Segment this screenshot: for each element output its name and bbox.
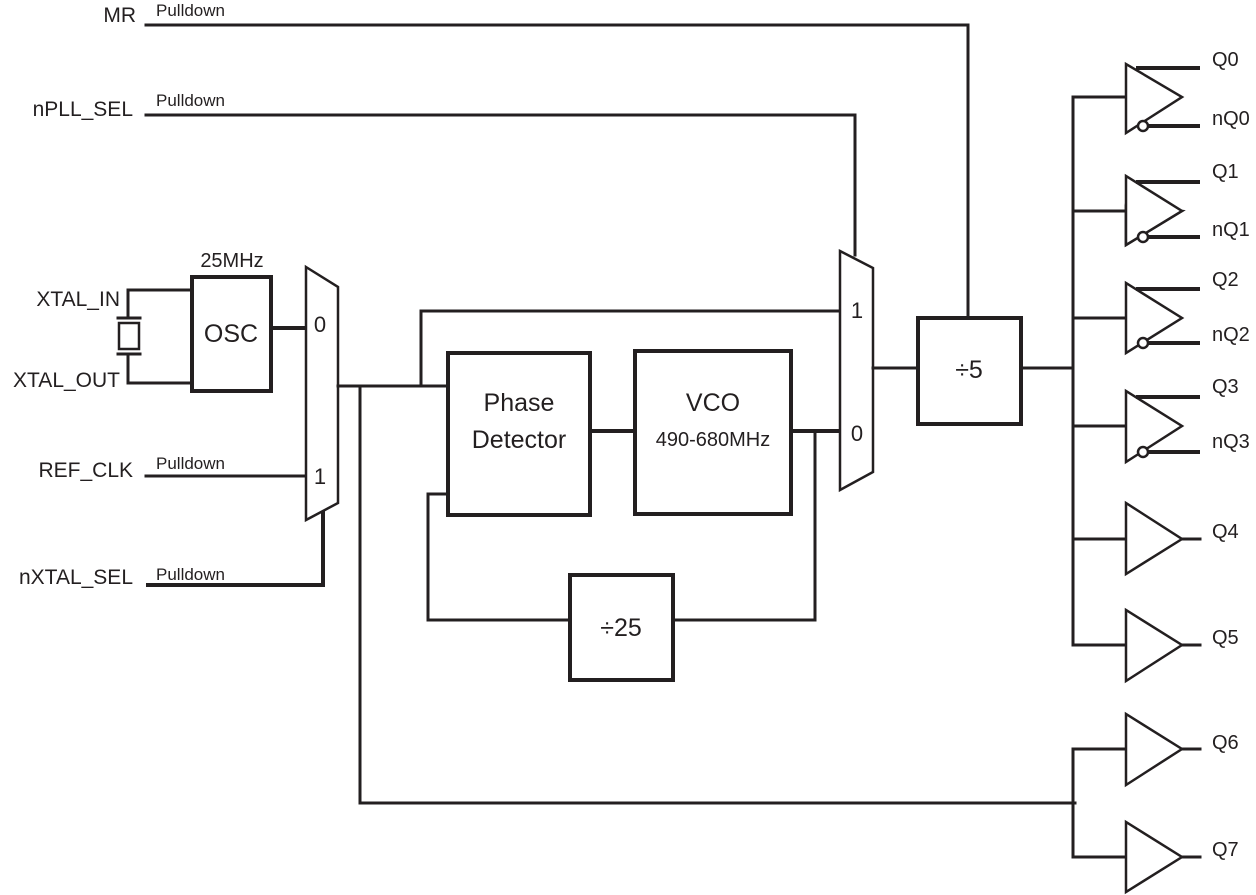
q7-output-label: Q7: [1212, 839, 1239, 861]
output-bus-a: [1071, 95, 1128, 647]
ref-clk-pin-label: REF_CLK: [38, 459, 133, 482]
output-buffer-q2: [1124, 280, 1200, 356]
output-buffer-q1: [1124, 173, 1200, 248]
nxtal-sel-pulldown-label: Pulldown: [156, 565, 225, 584]
npll-sel-wire: [144, 113, 857, 257]
pll-bypass-mux: [838, 248, 875, 493]
mr-pulldown-label: Pulldown: [156, 1, 225, 20]
xtal-out-pin-label: XTAL_OUT: [13, 369, 120, 392]
osc-frequency-label: 25MHz: [200, 250, 263, 272]
nq1-output-label: nQ1: [1212, 219, 1250, 241]
input-mux-1-label: 1: [314, 464, 326, 489]
output-buffer-q0: [1124, 61, 1200, 136]
q2-output-label: Q2: [1212, 269, 1239, 291]
feedback-wire-left: [426, 492, 572, 622]
nq2-output-label: nQ2: [1212, 324, 1250, 346]
nq0-output-label: nQ0: [1212, 108, 1250, 130]
crystal-symbol: [116, 288, 192, 385]
mr-wire: [144, 23, 970, 320]
npll-sel-pulldown-label: Pulldown: [156, 91, 225, 110]
nq3-output-label: nQ3: [1212, 431, 1250, 453]
ref-clk-pulldown-label: Pulldown: [156, 454, 225, 473]
output-buffer-q7: [1124, 819, 1202, 895]
xtal-in-pin-label: XTAL_IN: [36, 288, 120, 311]
input-select-mux: [304, 264, 340, 523]
divide-by-5-block: [916, 316, 1023, 426]
vco-range-label: 490-680MHz: [656, 429, 771, 451]
feedback-wire-right: [672, 429, 817, 622]
output-bus-b: [1071, 747, 1128, 859]
npll-sel-pin-label: nPLL_SEL: [33, 98, 133, 121]
output-buffer-q3: [1124, 388, 1200, 465]
input-mux-0-label: 0: [314, 312, 326, 337]
q5-output-label: Q5: [1212, 627, 1239, 649]
output-buffer-q4: [1124, 500, 1202, 577]
q3-output-label: Q3: [1212, 376, 1239, 398]
output-buffer-q5: [1124, 607, 1202, 684]
divide-by-25-label: ÷25: [600, 614, 642, 642]
pll-mux-0-label: 0: [851, 421, 863, 446]
q1-output-label: Q1: [1212, 161, 1239, 183]
q6-output-label: Q6: [1212, 732, 1239, 754]
phase-detector-label-line1: Phase: [484, 389, 555, 417]
phase-detector-block: [446, 351, 592, 517]
reference-clock-net: [336, 309, 1077, 805]
q0-output-label: Q0: [1212, 49, 1239, 71]
oscillator-label: OSC: [204, 320, 258, 348]
oscillator-block: [190, 275, 273, 393]
divide-by-25-block: [568, 573, 675, 682]
pll-mux-1-label: 1: [851, 298, 863, 323]
phase-detector-label-line2: Detector: [472, 426, 566, 454]
mr-pin-label: MR: [103, 4, 136, 27]
output-buffer-q6: [1124, 711, 1202, 788]
divide-by-5-label: ÷5: [955, 356, 983, 384]
vco-label: VCO: [686, 389, 740, 417]
nxtal-sel-wire: [146, 505, 325, 587]
nxtal-sel-pin-label: nXTAL_SEL: [19, 566, 133, 589]
q4-output-label: Q4: [1212, 521, 1239, 543]
